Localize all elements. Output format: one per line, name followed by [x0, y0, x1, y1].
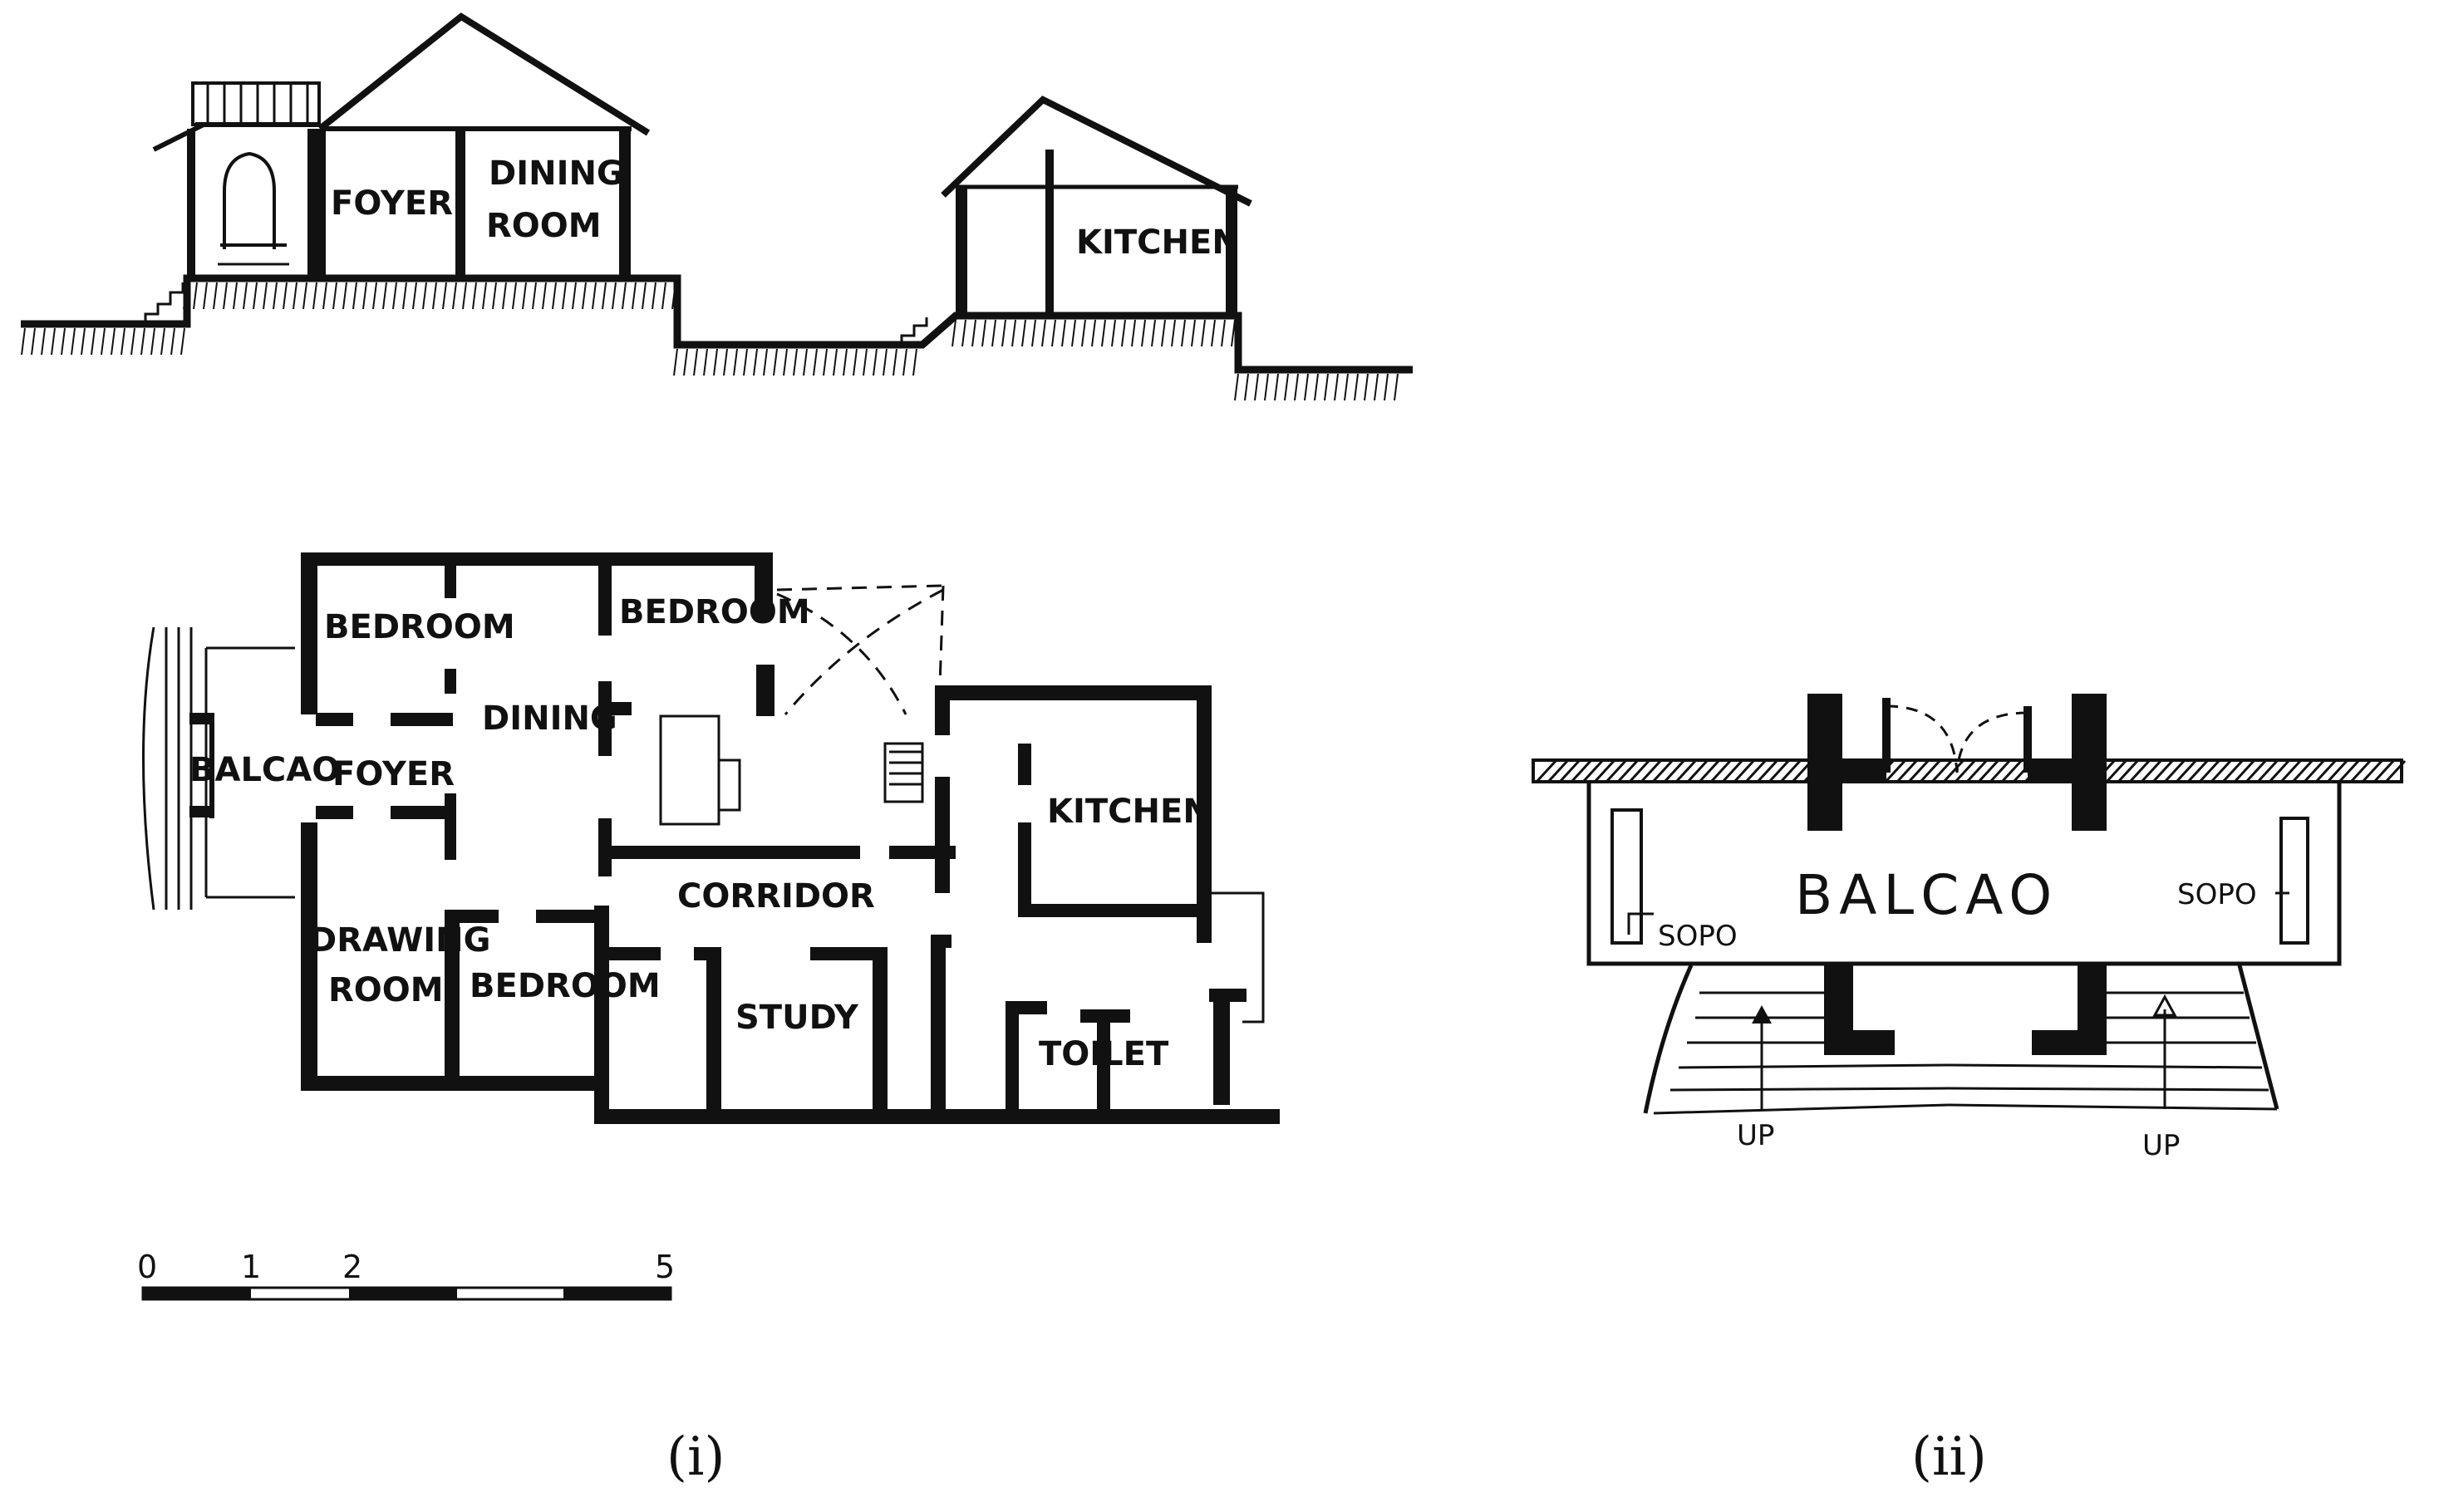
section-ground-line: [21, 274, 1413, 374]
plan-north-wall: [301, 552, 773, 566]
plan-interior-stair: [659, 714, 924, 826]
section-kitchen-label: KITCHEN: [1076, 223, 1240, 262]
detail-up-right-label: UP: [2142, 1129, 2180, 1162]
plan-balcao-label: BALCAO: [189, 751, 340, 789]
section-dining-label-2: ROOM: [486, 207, 602, 245]
plan-bedroom-nw-label: BEDROOM: [324, 608, 515, 646]
plan-corridor-label: CORRIDOR: [677, 877, 875, 916]
scale-tick-2: 2: [342, 1249, 362, 1285]
scale-tick-1: 1: [241, 1249, 261, 1285]
plan-dining-label: DINING: [482, 700, 617, 738]
balcao-detail-plan: BALCAO SOPO SOPO UP UP: [1532, 694, 2407, 1162]
plan-toilet-label: TOILET: [1039, 1035, 1169, 1073]
section-foyer-label: FOYER: [331, 184, 453, 223]
detail-sopo-left-label: SOPO: [1658, 920, 1738, 953]
section-porch: [133, 81, 321, 326]
detail-sopo-right-label: SOPO: [2177, 878, 2257, 911]
plan-drawing-room-label-1: DRAWING: [309, 921, 490, 960]
plan-balcao-steps: [142, 626, 295, 911]
plan-bedroom-ne-label: BEDROOM: [619, 593, 810, 631]
plan-kitchen-label: KITCHEN: [1047, 793, 1211, 831]
section-main-house: [314, 12, 651, 278]
floor-plan: BEDROOM BEDROOM DINING BALCAO FOYER KITC…: [142, 552, 1280, 1124]
detail-balcao-label: BALCAO: [1795, 863, 2058, 927]
plan-study-label: STUDY: [735, 999, 859, 1037]
building-section: FOYER DINING ROOM KITCHEN: [21, 12, 1413, 401]
scale-tick-5: 5: [655, 1249, 675, 1285]
caption-ii: (ii): [1911, 1426, 1987, 1488]
plan-bedroom-sw-label: BEDROOM: [470, 967, 661, 1005]
plan-foyer-label: FOYER: [332, 755, 455, 793]
scale-bar: 0 1 2 5: [137, 1249, 675, 1301]
caption-i: (i): [666, 1426, 725, 1488]
section-kitchen: [889, 96, 1252, 346]
detail-steps-left: [1643, 964, 1950, 1115]
ground-hatching: [21, 282, 1399, 401]
detail-up-left-label: UP: [1737, 1119, 1774, 1152]
scale-tick-0: 0: [137, 1249, 157, 1285]
detail-steps-right: [1948, 965, 2279, 1111]
plan-drawing-room-label-2: ROOM: [328, 971, 444, 1009]
section-dining-label-1: DINING: [489, 155, 624, 193]
